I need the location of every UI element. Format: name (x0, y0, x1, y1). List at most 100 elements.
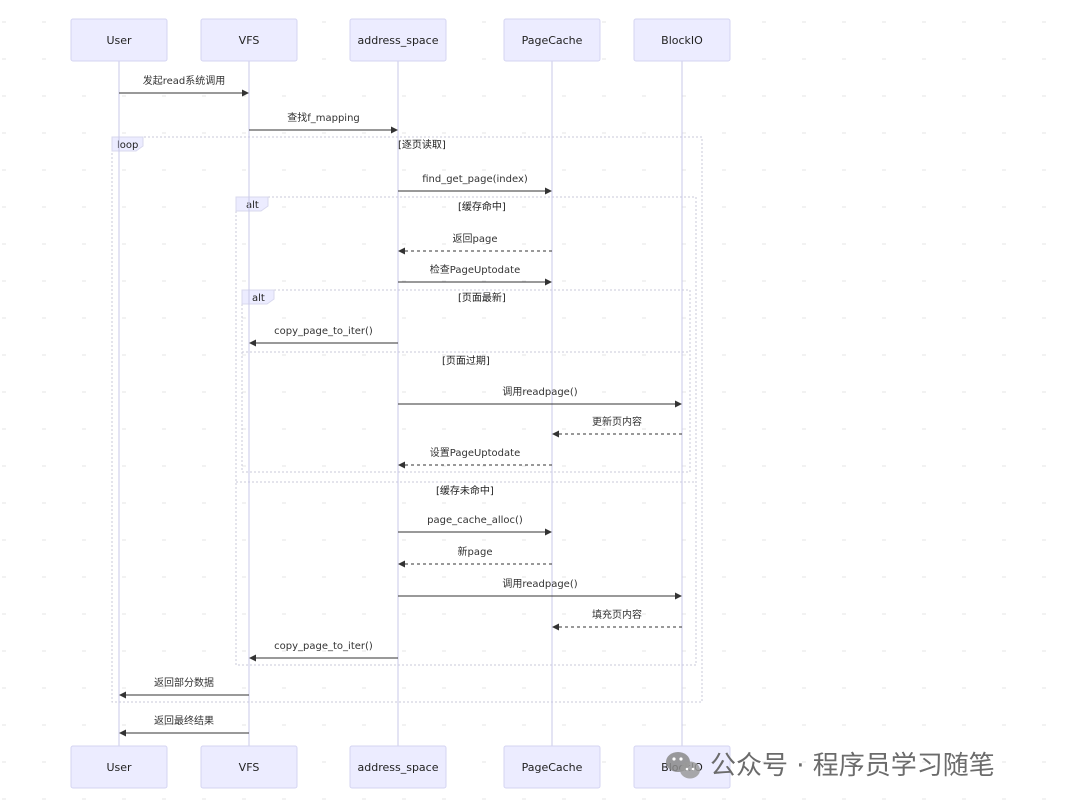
participant-label: address_space (358, 761, 439, 774)
participant-pc-top: PageCache (503, 18, 601, 62)
participant-pc-bottom: PageCache (503, 745, 601, 789)
message-label: copy_page_to_iter() (274, 641, 373, 652)
message-3: find_get_page(index) (398, 174, 552, 195)
message-7: 调用readpage() (398, 386, 682, 408)
alt-outer-frame: alt [缓存命中] [缓存未命中] (235, 196, 697, 666)
message-label: 设置PageUptodate (430, 447, 520, 459)
message-9: 设置PageUptodate (398, 447, 552, 469)
message-11: 新page (398, 545, 552, 568)
message-label: 返回部分数据 (154, 676, 214, 689)
wechat-icon (666, 752, 700, 779)
arrowhead (545, 528, 552, 536)
message-label: 调用readpage() (502, 386, 577, 398)
alt-inner-frame-else-condition: [页面过期] (442, 354, 490, 367)
message-label: 返回最终结果 (154, 714, 214, 727)
participant-label: VFS (239, 761, 260, 774)
watermark: 公众号 · 程序员学习随笔 (666, 751, 995, 781)
alt-inner-frame-label: alt (252, 293, 265, 304)
message-4: 返回page (398, 233, 552, 255)
message-label: 返回page (453, 233, 498, 245)
participant-box (200, 745, 298, 789)
arrowhead (675, 592, 682, 600)
message-label: 查找f_mapping (287, 111, 360, 124)
arrowhead (398, 461, 405, 469)
message-16: 返回最终结果 (119, 714, 249, 737)
loop-frame-condition: [逐页读取] (398, 138, 446, 151)
arrowhead (391, 126, 398, 134)
message-label: copy_page_to_iter() (274, 326, 373, 337)
participant-label: BlockIO (661, 34, 703, 47)
message-label: 检查PageUptodate (430, 263, 520, 276)
message-label: 新page (458, 545, 493, 558)
message-label: find_get_page(index) (422, 174, 528, 185)
arrowhead (675, 400, 682, 408)
participant-label: PageCache (522, 34, 583, 47)
alt-inner-frame-tab (241, 289, 275, 305)
participant-label: address_space (358, 34, 439, 47)
participant-label: User (106, 34, 132, 47)
participant-box (70, 18, 168, 62)
participant-as-bottom: address_space (349, 745, 447, 789)
message-label: 更新页内容 (592, 415, 642, 428)
message-2: 查找f_mapping (249, 111, 398, 134)
alt-inner-frame-border (241, 289, 691, 473)
participants-top: User VFS address_space PageCache BlockIO (70, 18, 731, 62)
participant-box (633, 18, 731, 62)
message-14: copy_page_to_iter() (249, 641, 398, 662)
participant-as-top: address_space (349, 18, 447, 62)
message-8: 更新页内容 (552, 415, 682, 438)
loop-frame: loop [逐页读取] (111, 136, 703, 703)
participant-vfs-top: VFS (200, 18, 298, 62)
participant-label: User (106, 761, 132, 774)
message-label: 填充页内容 (592, 608, 642, 621)
arrowhead (545, 187, 552, 195)
loop-frame-border (111, 136, 703, 703)
message-10: page_cache_alloc() (398, 515, 552, 536)
arrowhead (249, 339, 256, 347)
alt-outer-frame-else-condition: [缓存未命中] (436, 484, 494, 497)
alt-outer-frame-border (235, 196, 697, 666)
message-6: copy_page_to_iter() (249, 326, 398, 347)
participant-vfs-bottom: VFS (200, 745, 298, 789)
arrowhead (545, 278, 552, 286)
participant-box (503, 18, 601, 62)
message-label: 调用readpage() (502, 578, 577, 590)
arrowhead (249, 654, 256, 662)
arrowhead (119, 691, 126, 699)
participant-box (349, 745, 447, 789)
arrowhead (398, 560, 405, 568)
participant-box (349, 18, 447, 62)
participant-user-bottom: User (70, 745, 168, 789)
loop-frame-label: loop (117, 140, 138, 151)
arrowhead (552, 430, 559, 438)
alt-inner-frame-condition: [页面最新] (458, 291, 506, 304)
participant-box (503, 745, 601, 789)
participant-user-top: User (70, 18, 168, 62)
message-5: 检查PageUptodate (398, 263, 552, 286)
alt-outer-frame-condition: [缓存命中] (458, 200, 506, 213)
arrowhead (242, 89, 249, 97)
participant-bio-top: BlockIO (633, 18, 731, 62)
loop-frame-tab (111, 136, 144, 152)
arrowhead (119, 729, 126, 737)
message-15: 返回部分数据 (119, 676, 249, 699)
message-label: 发起read系统调用 (143, 74, 226, 87)
message-12: 调用readpage() (398, 578, 682, 600)
participant-box (70, 745, 168, 789)
message-13: 填充页内容 (552, 608, 682, 631)
message-1: 发起read系统调用 (119, 74, 249, 97)
participant-box (200, 18, 298, 62)
alt-outer-frame-label: alt (246, 200, 259, 211)
message-label: page_cache_alloc() (427, 515, 523, 526)
alt-outer-frame-tab (235, 196, 269, 212)
participant-label: PageCache (522, 761, 583, 774)
arrowhead (398, 247, 405, 255)
alt-inner-frame: alt [页面最新] [页面过期] (241, 289, 691, 473)
arrowhead (552, 623, 559, 631)
participant-label: VFS (239, 34, 260, 47)
watermark-text: 公众号 · 程序员学习随笔 (710, 751, 995, 781)
